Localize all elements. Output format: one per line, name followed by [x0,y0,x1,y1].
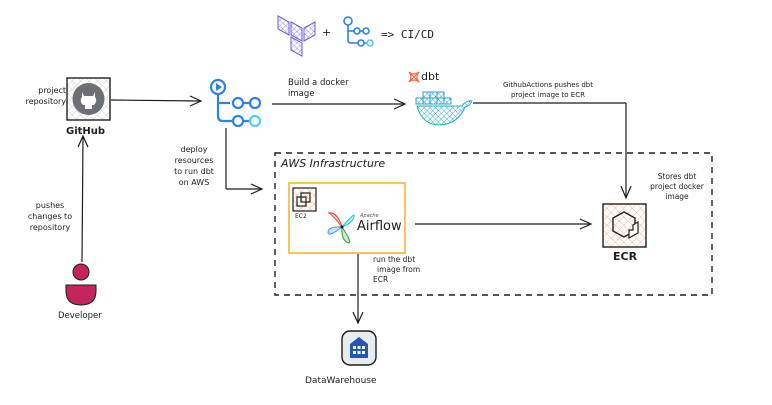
github-actions-icon-header [343,16,374,47]
label-line: repository [25,97,66,106]
arrow-airflow-to-ecr [415,218,593,230]
label-build-docker: Build a docker image [288,78,349,100]
label-line: ECR [373,275,389,284]
label-line: to run dbt [174,167,214,176]
label-line: changes to [27,212,73,221]
github-actions-icon [209,78,262,128]
ec2-icon [292,187,317,212]
label-project-repository: project repository [20,85,66,107]
github-label: GitHub [66,126,106,137]
github-icon [80,92,97,109]
label-line: deploy [180,145,208,154]
dbt-icon [408,71,420,83]
label-line: run the dbt [373,255,416,264]
user-icon [65,263,97,306]
docker-whale-icon [415,91,473,126]
label-pushes-changes: pushes changes to repository [20,200,80,233]
label-gha-pushes: GithubActions pushes dbt project image t… [483,80,613,100]
ec2-label: EC2 [295,213,307,220]
developer-label: Developer [58,311,102,321]
aws-infrastructure-group [274,152,713,296]
airflow-ec2-box [288,182,406,254]
warehouse-icon [341,330,377,366]
label-line: image [288,89,315,99]
label-deploy: deploy resources to run dbt on AWS [165,144,223,188]
label-line: project image to ECR [511,91,585,99]
label-line: project [38,86,66,95]
label-line: on AWS [178,178,210,187]
github-node [66,77,111,121]
dbt-label: dbt [421,70,440,83]
header-plus: + [322,26,332,39]
label-stores: Stores dbt project docker image [642,172,712,202]
arrow-docker-to-ecr [473,102,632,200]
label-run-dbt: run the dbt image from ECR [373,255,420,285]
label-line: pushes [35,201,65,210]
label-line: repository [29,223,71,232]
arrow-gha-to-docker [272,98,407,110]
header-cicd-label: => CI/CD [381,28,434,41]
airflow-pinwheel-icon [327,212,355,244]
label-line: image from [377,265,421,274]
arrow-airflow-to-warehouse [352,254,364,325]
label-line: Build a docker [288,78,349,88]
aws-group-title: AWS Infrastructure [281,157,386,170]
terraform-icon [277,15,316,57]
arrow-developer-to-github [77,134,89,263]
warehouse-label: DataWarehouse [305,376,377,386]
ecr-label: ECR [613,250,638,263]
arrow-gha-to-aws [225,128,264,195]
label-line: image [665,192,689,201]
label-line: resources [174,156,214,165]
label-line: GithubActions pushes dbt [503,81,593,89]
airflow-label: Airflow [357,219,402,234]
arrow-github-to-gha [110,95,203,107]
airflow-apache-label: Apache [360,213,379,219]
label-line: Stores dbt [657,172,697,181]
label-line: project docker [650,182,704,191]
ecr-icon [602,203,647,248]
